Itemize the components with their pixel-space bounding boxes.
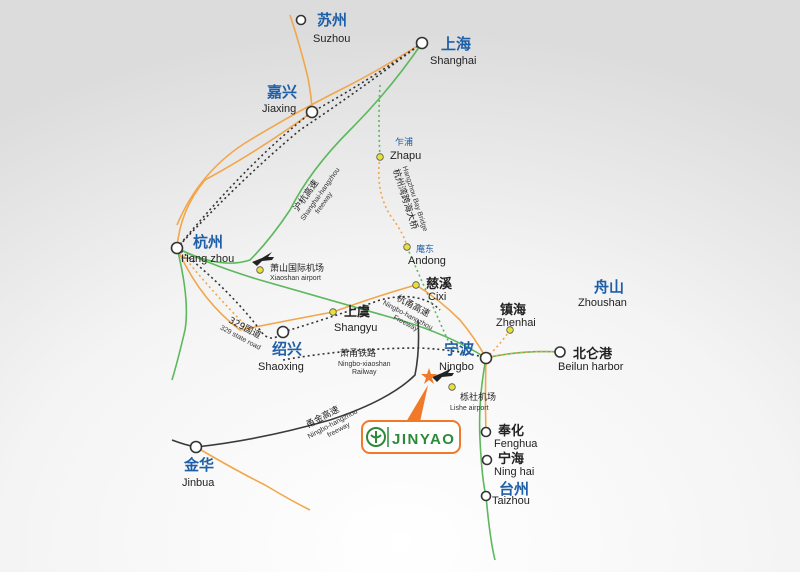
city-label-suzhou-cn: 苏州: [317, 11, 347, 29]
city-marker-beilun: [554, 346, 566, 358]
city-label-jinhua-en: Jinbua: [182, 477, 215, 489]
airplane-icon: [432, 368, 454, 382]
town-label-andong-en: Andong: [408, 255, 446, 267]
city-label-zhoushan-cn: 舟山: [594, 278, 624, 296]
airport-label-xiaoshan-cn: 萧山国际机场: [270, 262, 324, 274]
town-label-zhenhai-cn: 镇海: [500, 302, 526, 318]
town-label-andong-cn: 庵东: [416, 243, 434, 255]
company-logo-box: JINYAO: [361, 420, 461, 454]
city-label-shaoxing-cn: 绍兴: [272, 340, 302, 358]
city-marker-taizhou: [480, 490, 492, 502]
airport-marker-lishe: [448, 383, 456, 391]
airport-label-lishe-cn: 栎社机场: [460, 391, 496, 403]
city-label-hangzhou-en: Hang zhou: [181, 253, 234, 265]
town-label-shangyu-en: Shangyu: [334, 322, 377, 334]
company-location-star-icon: [421, 368, 437, 384]
city-label-jiaxing-en: Jiaxing: [262, 103, 296, 115]
city-marker-ningbo: [479, 351, 493, 365]
town-label-cixi-en: Cixi: [428, 291, 446, 303]
town-marker-shangyu: [329, 308, 337, 316]
town-label-fenghua-cn: 奉化: [497, 423, 524, 439]
city-label-jiaxing-cn: 嘉兴: [266, 83, 297, 101]
town-marker-zhapu: [376, 153, 384, 161]
town-marker-andong: [403, 243, 411, 251]
city-label-hangzhou-cn: 杭州: [193, 233, 223, 251]
town-label-ninghai-en: Ning hai: [494, 466, 534, 478]
airplane-icon: [252, 252, 274, 266]
road-label-xiao-yong-en2: Railway: [352, 369, 377, 376]
city-marker-hangzhou: [170, 241, 184, 255]
city-label-shanghai-cn: 上海: [441, 35, 471, 53]
city-label-shanghai-en: Shanghai: [430, 55, 477, 67]
town-label-ninghai-cn: 宁海: [498, 451, 524, 467]
road-label-xiao-yong-cn: 萧甬铁路: [340, 347, 376, 359]
city-marker-suzhou: [295, 14, 307, 26]
town-label-zhapu-en: Zhapu: [390, 150, 421, 162]
town-label-shangyu-cn: 上虞: [344, 304, 371, 320]
city-marker-jinhua: [189, 440, 203, 454]
city-marker-ninghai: [481, 454, 493, 466]
town-label-fenghua-en: Fenghua: [494, 438, 538, 450]
airport-marker-xiaoshan: [256, 266, 264, 274]
city-label-zhoushan-en: Zhoushan: [578, 297, 627, 309]
airport-label-xiaoshan-en: Xiaoshan airport: [270, 275, 321, 282]
town-label-zhenhai-en: Zhenhai: [496, 317, 536, 329]
road-label-xiao-yong: 萧甬铁路 Ningbo-xiaoshan Railway: [338, 347, 391, 376]
city-label-taizhou-cn: 台州: [499, 480, 529, 498]
city-marker-fenghua: [480, 426, 492, 438]
town-marker-cixi: [412, 281, 420, 289]
town-label-beilun-en: Beilun harbor: [558, 361, 624, 373]
city-label-ningbo-en: Ningbo: [439, 361, 474, 373]
town-label-beilun-cn: 北仑港: [573, 346, 613, 362]
town-label-zhapu-cn: 乍浦: [395, 136, 413, 148]
city-label-taizhou-en: Taizhou: [492, 495, 530, 507]
city-label-shaoxing-en: Shaoxing: [258, 361, 304, 373]
city-label-suzhou-en: Suzhou: [313, 33, 350, 45]
company-callout-pointer: [406, 385, 428, 422]
city-label-ningbo-cn: 宁波: [444, 340, 475, 358]
town-label-cixi-cn: 慈溪: [426, 276, 453, 292]
city-marker-shaoxing: [276, 325, 290, 339]
road-label-xiao-yong-en1: Ningbo-xiaoshan: [338, 361, 391, 368]
city-label-jinhua-cn: 金华: [183, 456, 214, 474]
company-name: JINYAO: [392, 431, 455, 448]
city-marker-shanghai: [415, 36, 429, 50]
town-marker-zhenhai: [506, 326, 514, 334]
orange-roads: [176, 14, 487, 511]
city-marker-jiaxing: [305, 105, 319, 119]
airport-label-lishe-en: Lishe airport: [450, 405, 489, 412]
